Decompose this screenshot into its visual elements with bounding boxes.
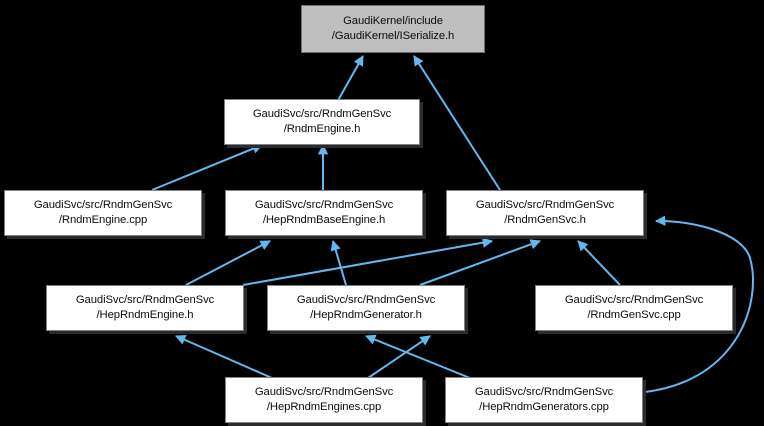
edge-heprndmgenerator_h-to-heprndmbaseengine_h xyxy=(330,240,347,286)
node-label-line2: /HepRndmGenerator.h xyxy=(310,309,422,321)
edge-heprndmengines_cpp-to-heprndmengine_h xyxy=(175,334,273,379)
node-heprndmgenerator_h[interactable]: GaudiSvc/src/RndmGenSvc /HepRndmGenerato… xyxy=(267,285,465,331)
node-rndmgensvc_h[interactable]: GaudiSvc/src/RndmGenSvc /RndmGenSvc.h xyxy=(446,190,644,236)
node-label-line1: GaudiKernel/include xyxy=(343,15,443,27)
node-heprndmengine_h[interactable]: GaudiSvc/src/RndmGenSvc /HepRndmEngine.h xyxy=(46,285,244,331)
node-label-line1: GaudiSvc/src/RndmGenSvc xyxy=(254,199,394,211)
node-label-line1: GaudiSvc/src/RndmGenSvc xyxy=(296,294,436,306)
edge-heprndmgenerator_h-to-rndmgensvc_h xyxy=(419,239,541,286)
node-label-line2: /GaudiKernel/ISerialize.h xyxy=(331,30,455,42)
node-label-line2: /HepRndmBaseEngine.h xyxy=(262,214,386,226)
node-label-line1: GaudiSvc/src/RndmGenSvc xyxy=(33,199,173,211)
node-rndmengine_cpp[interactable]: GaudiSvc/src/RndmGenSvc /RndmEngine.cpp xyxy=(4,190,202,236)
node-heprndmengines_cpp[interactable]: GaudiSvc/src/RndmGenSvc /HepRndmEngines.… xyxy=(225,377,423,423)
edge-rndmgensvc_cpp-to-rndmgensvc_h xyxy=(577,240,621,286)
node-label-line1: GaudiSvc/src/RndmGenSvc xyxy=(75,294,215,306)
node-label-line1: GaudiSvc/src/RndmGenSvc xyxy=(564,294,704,306)
node-label-line2: /RndmEngine.cpp xyxy=(58,214,148,226)
node-label-line1: GaudiSvc/src/RndmGenSvc xyxy=(252,108,392,120)
edge-rndmengine_cpp-to-rndmengine_h xyxy=(151,143,263,191)
edge-heprndmgenerators_cpp-to-heprndmgenerator_h xyxy=(365,334,471,379)
node-label-line2: /RndmEngine.h xyxy=(283,123,361,135)
node-label-line2: /RndmGenSvc.h xyxy=(504,214,586,226)
node-label-line1: GaudiSvc/src/RndmGenSvc xyxy=(475,199,615,211)
node-heprndmgenerators_cpp[interactable]: GaudiSvc/src/RndmGenSvc /HepRndmGenerato… xyxy=(445,377,643,423)
node-label-line2: /HepRndmGenerators.cpp xyxy=(479,401,609,413)
node-label-line2: /HepRndmEngine.h xyxy=(96,309,194,321)
edge-heprndmgenerators_cpp-to-rndmgensvc_h xyxy=(644,215,754,393)
edge-heprndmengine_h-to-heprndmbaseengine_h xyxy=(185,240,271,286)
edge-heprndmengines_cpp-to-heprndmgenerator_h xyxy=(367,335,431,379)
node-rndmengine_h[interactable]: GaudiSvc/src/RndmGenSvc /RndmEngine.h xyxy=(224,99,420,145)
node-label-line1: GaudiSvc/src/RndmGenSvc xyxy=(474,386,614,398)
node-iserialize[interactable]: GaudiKernel/include /GaudiKernel/ISerial… xyxy=(301,5,485,53)
edge-rndmgensvc_h-to-iserialize xyxy=(413,55,501,191)
node-label-line2: /RndmGenSvc.cpp xyxy=(587,309,681,321)
edge-heprndmengine_h-to-rndmgensvc_h xyxy=(242,237,494,286)
edge-rndmengine_h-to-iserialize xyxy=(335,55,364,105)
node-label-line2: /HepRndmEngines.cpp xyxy=(266,401,382,413)
node-rndmgensvc_cpp[interactable]: GaudiSvc/src/RndmGenSvc /RndmGenSvc.cpp xyxy=(535,285,733,331)
node-heprndmbaseengine_h[interactable]: GaudiSvc/src/RndmGenSvc /HepRndmBaseEngi… xyxy=(225,190,423,236)
node-label-line1: GaudiSvc/src/RndmGenSvc xyxy=(254,386,394,398)
